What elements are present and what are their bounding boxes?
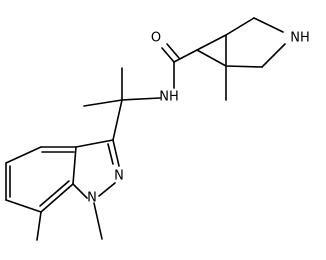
bond [196,34,227,51]
bond [72,183,88,199]
bond [173,49,198,63]
bond [112,99,123,141]
bond [166,43,180,59]
bond [98,182,116,197]
n-methyl-label: N [87,191,97,206]
atom-label-layer: O NH NH N N [87,31,310,206]
bond [161,47,175,63]
bond [107,143,114,165]
bond-layer [5,17,286,241]
bond [225,65,263,68]
bond [93,202,103,240]
bond [72,146,77,185]
ring-nh-label: NH [290,31,310,46]
bond [121,97,161,101]
bond [40,183,74,213]
bond [83,99,123,107]
bond [75,139,114,148]
bond [261,43,286,68]
bond [36,211,42,241]
bond [225,17,255,36]
bond [5,199,42,213]
bond [112,139,120,167]
amide-nh-label: NH [159,90,179,105]
bond [253,17,284,33]
oxygen-label: O [151,31,161,46]
n-aromatic-label: N [114,169,124,184]
bond [196,49,227,67]
bond [5,146,42,164]
bond [39,180,70,207]
